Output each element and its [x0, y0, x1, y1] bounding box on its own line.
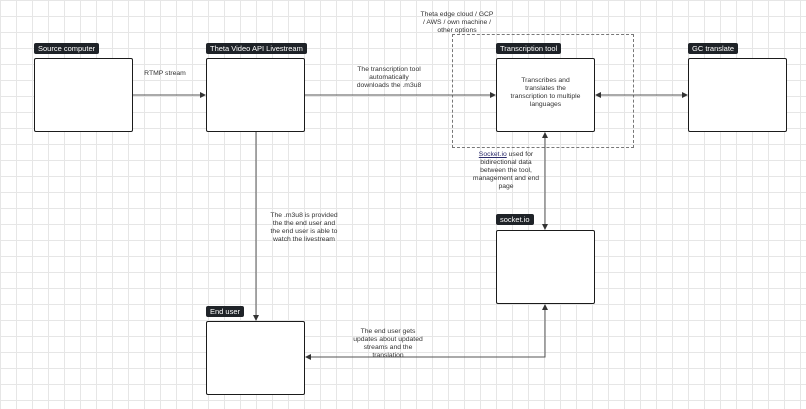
source-computer-box[interactable]: [34, 58, 133, 132]
gc-translate-tag: GC translate: [688, 43, 739, 54]
end-user-box[interactable]: [206, 321, 305, 395]
theta-livestream-tag: Theta Video API Livestream: [206, 43, 307, 54]
edge-socketio-end-user: [305, 304, 548, 360]
socketio-link[interactable]: Socket.io: [478, 151, 507, 158]
end-user-tag: End user: [206, 306, 245, 317]
rtmp-stream-label: RTMP stream: [144, 70, 186, 77]
theta-livestream-box[interactable]: [206, 58, 305, 132]
socketio-tag: socket.io: [496, 214, 534, 225]
transcription-tool-tag: Transcription tool: [496, 43, 562, 54]
source-computer-tag: Source computer: [34, 43, 100, 54]
auto-download-label: The transcription tool automatically dow…: [356, 66, 422, 89]
m3u8-provided-label: The .m3u8 is provided the the end user a…: [270, 212, 338, 243]
transcription-description: Transcribes and translates the transcrip…: [510, 77, 581, 108]
gc-translate-box[interactable]: [688, 58, 787, 132]
transcription-tool-box[interactable]: [496, 58, 595, 132]
deployment-group-label: Theta edge cloud / GCP / AWS / own machi…: [420, 11, 494, 34]
socketio-box[interactable]: [496, 230, 595, 304]
socketio-usage-label: Socket.io used for bidirectional data be…: [472, 151, 540, 190]
end-user-updates-label: The end user gets updates about updated …: [353, 328, 423, 359]
